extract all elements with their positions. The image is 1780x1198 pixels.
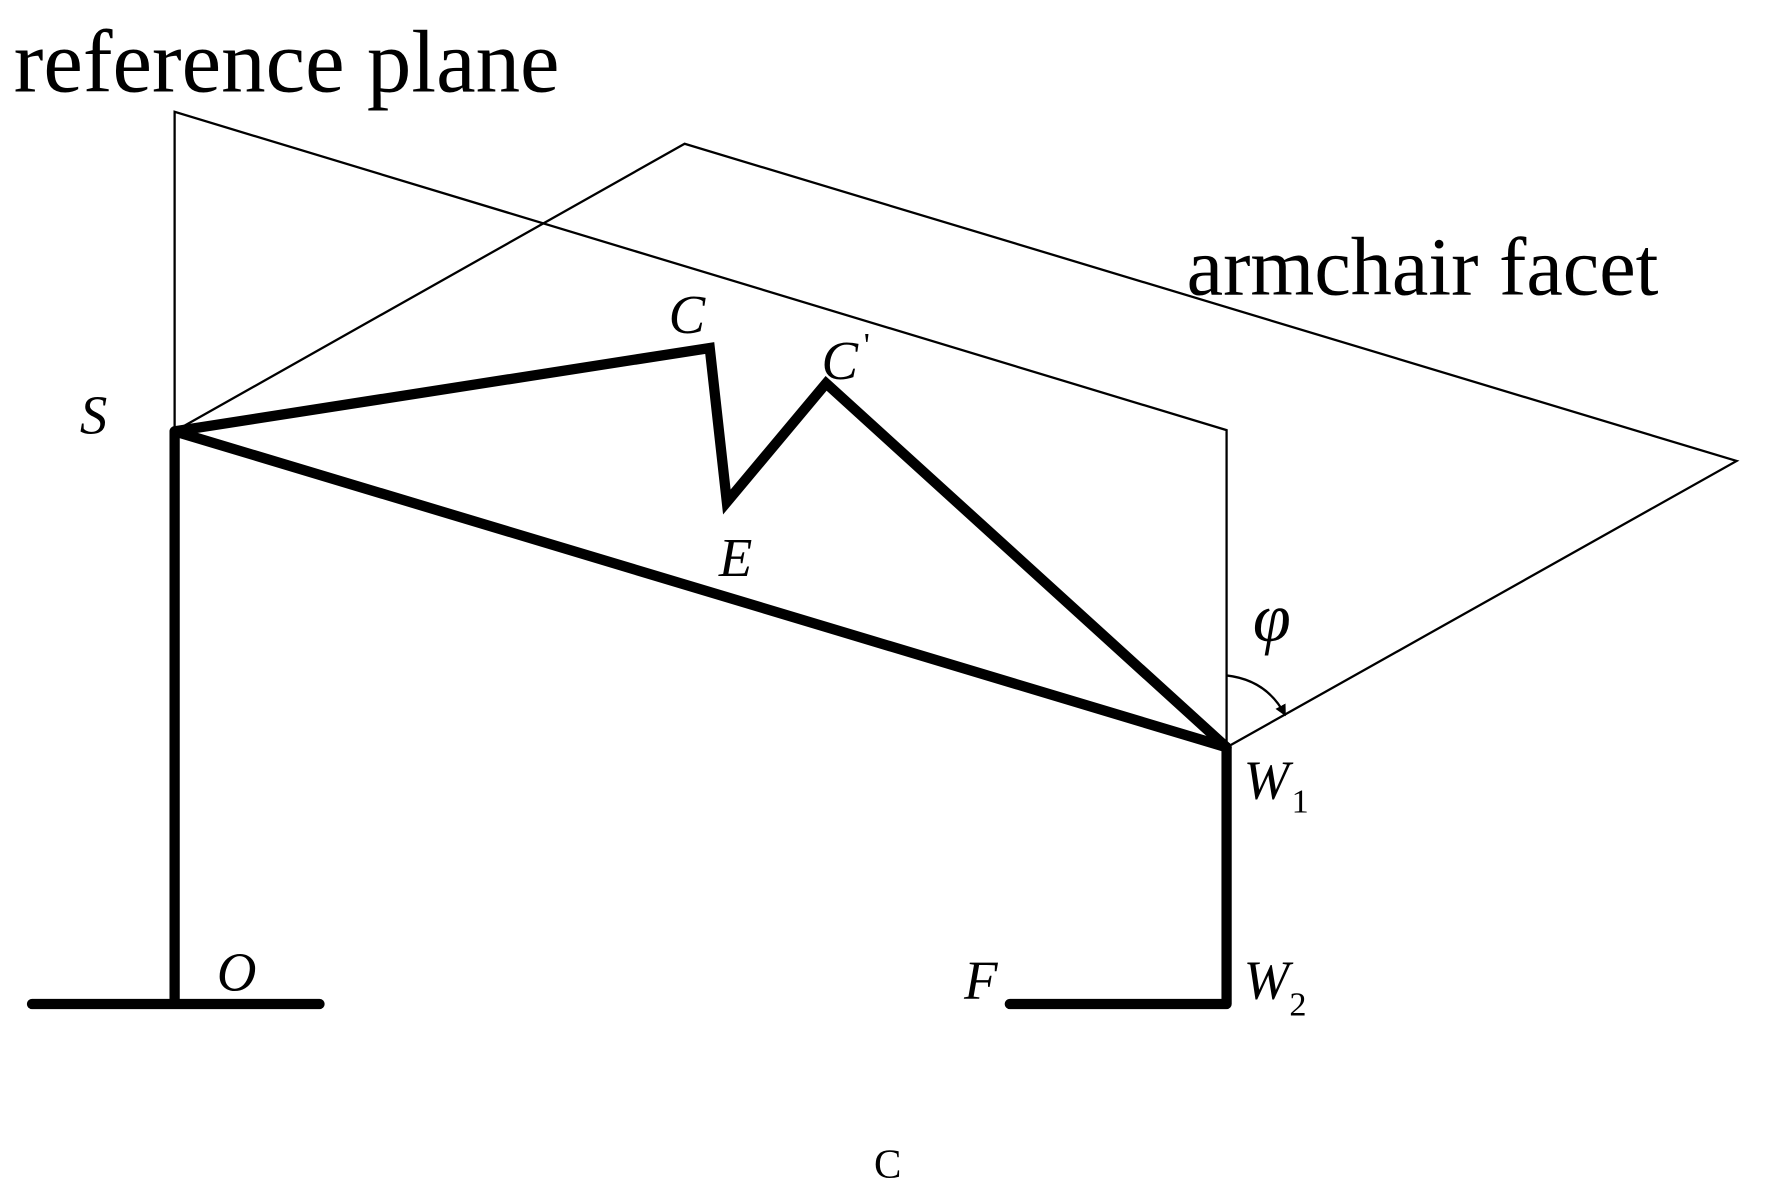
label-W2: W: [1244, 949, 1294, 1010]
chord-S-W1: [169, 426, 1232, 753]
label-C-prime: C: [822, 330, 860, 391]
armchair-facet: [174, 142, 1740, 749]
label-O: O: [217, 941, 257, 1002]
label-F: F: [963, 949, 998, 1010]
label-reference-plane: reference plane: [14, 13, 560, 111]
label-prime: ': [864, 327, 870, 364]
label-E: E: [718, 527, 752, 588]
label-W1-subscript: 1: [1292, 783, 1309, 820]
caption: C: [874, 1140, 901, 1186]
label-S: S: [80, 385, 107, 446]
label-armchair-facet: armchair facet: [1187, 221, 1659, 312]
upper-chain-S-C-E-C'-W1: [173, 342, 1231, 752]
angle-arc-phi: [1226, 674, 1286, 717]
reference-plane: [173, 110, 1228, 748]
right-column-W1-W2-F: [1004, 742, 1232, 1010]
label-C: C: [669, 284, 707, 345]
label-phi: φ: [1253, 580, 1291, 656]
label-W2-subscript: 2: [1289, 986, 1306, 1023]
label-W1: W: [1244, 750, 1294, 811]
